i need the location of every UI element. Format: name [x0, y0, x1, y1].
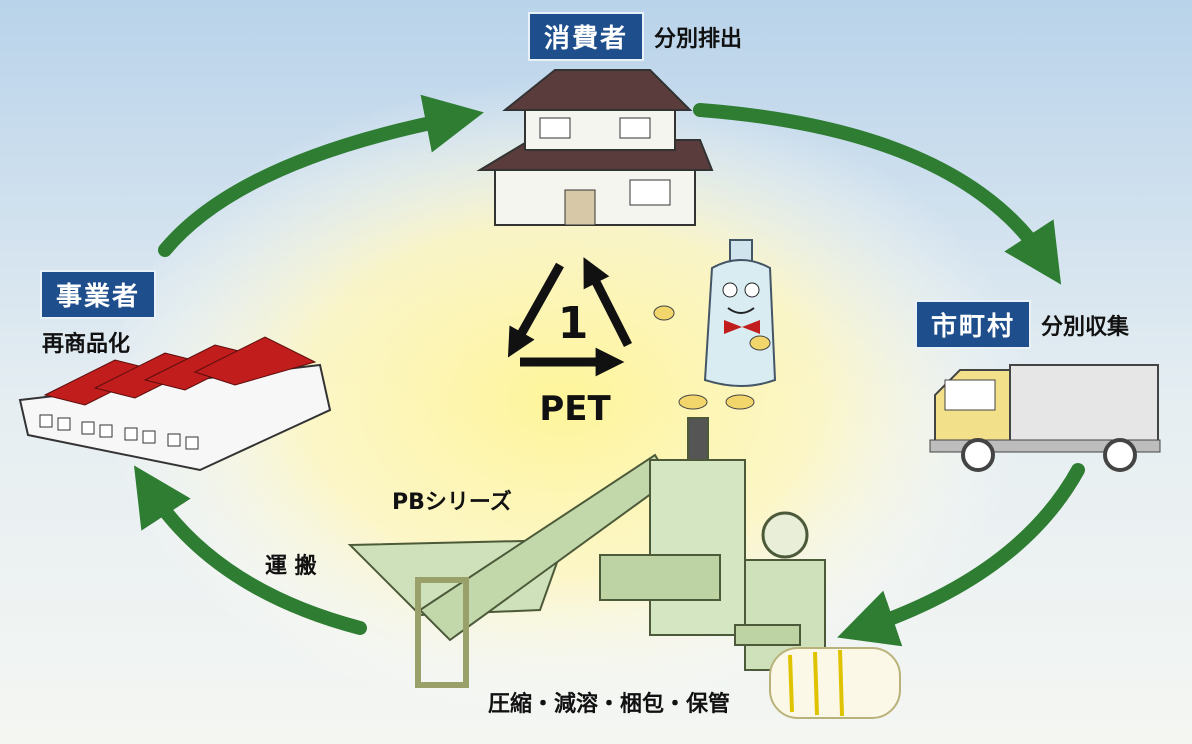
arrow-consumer-to-municipality	[693, 103, 1062, 285]
factory-illustration	[18, 336, 332, 472]
recycle-number: 1	[558, 298, 589, 349]
consumer-title: 消費者	[528, 12, 645, 61]
garbage-truck-illustration	[929, 364, 1161, 472]
process-label: 圧縮・減溶・梱包・保管	[488, 692, 731, 717]
consumer-action: 分別排出	[654, 26, 743, 52]
consumer-node: 消費者 分別排出	[528, 12, 742, 61]
business-node: 事業者	[40, 270, 157, 319]
municipality-title: 市町村	[915, 300, 1032, 349]
recycle-material: PET	[539, 389, 611, 429]
pet-bottle-mascot	[653, 239, 777, 410]
pet-recycle-symbol: 1 PET	[507, 257, 633, 429]
arrow-plant-to-business	[133, 465, 367, 635]
business-action: 再商品化	[42, 332, 131, 357]
arrow-business-to-consumer	[158, 94, 484, 257]
business-title: 事業者	[40, 270, 157, 319]
municipality-action: 分別収集	[1041, 314, 1130, 340]
house-illustration	[476, 69, 714, 226]
municipality-node: 市町村 分別収集	[915, 300, 1129, 349]
transport-label: 運 搬	[265, 554, 317, 579]
cycle-arrows	[133, 94, 1085, 647]
arrow-municipality-to-plant	[837, 463, 1085, 647]
machine-series-label: PBシリーズ	[392, 490, 512, 515]
pb-series-machine	[347, 417, 901, 719]
